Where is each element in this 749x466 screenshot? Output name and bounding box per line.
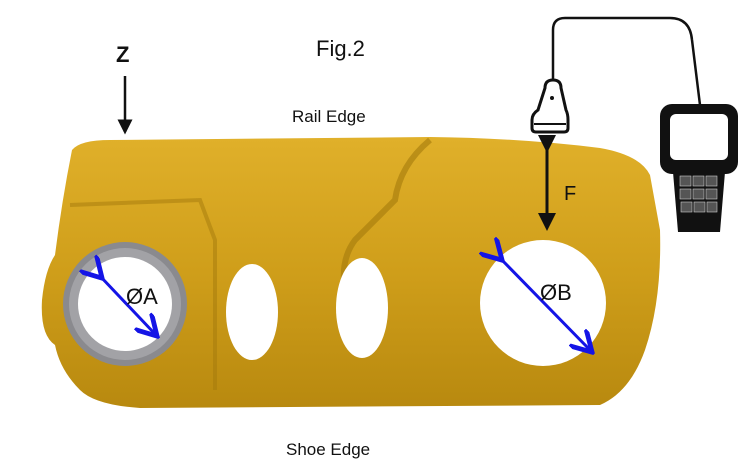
shoe-edge-label: Shoe Edge xyxy=(286,440,370,459)
hole-a-label: ØA xyxy=(126,284,158,309)
f-label: F xyxy=(564,183,576,205)
ultrasonic-probe-icon xyxy=(530,16,702,134)
hole-b-label: ØB xyxy=(540,280,572,305)
ultrasonic-tester-device-icon xyxy=(660,104,738,232)
diameter-a-arrow xyxy=(100,276,155,334)
hole-a: ØA xyxy=(63,242,187,366)
body-ridge xyxy=(340,137,432,291)
rail-edge-label: Rail Edge xyxy=(292,107,366,126)
slot-right xyxy=(336,258,388,358)
diameter-b-arrow xyxy=(500,258,590,350)
z-label: Z xyxy=(116,42,129,67)
body-ridge-left xyxy=(69,197,217,390)
figure-title: Fig.2 xyxy=(316,36,365,61)
slot-left xyxy=(226,264,278,360)
hole-b: ØB xyxy=(480,240,606,366)
